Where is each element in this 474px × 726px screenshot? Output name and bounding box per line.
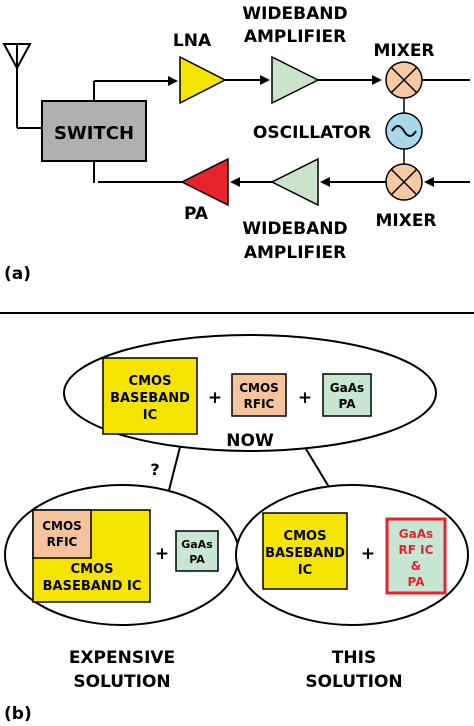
this-cmos-baseband-line2: BASEBAND [265,546,345,561]
plus-sign-3: + [155,544,169,564]
now-cmos-rfic-line1: CMOS [239,381,279,395]
wideband-top-line2: AMPLIFIER [244,27,346,47]
expensive-caption-line2: SOLUTION [73,672,170,692]
now-gaas-pa-box [322,373,372,417]
this-caption-line1: THIS [332,648,376,668]
now-label: NOW [226,431,274,451]
panel-b-label: (b) [4,704,32,724]
this-gaas-rf-line3: & [411,559,421,573]
exp-cmos-baseband-line2: BASEBAND IC [43,579,142,594]
plus-sign-4: + [361,544,375,564]
this-gaas-rf-line1: GaAs [399,527,433,541]
this-caption-line2: SOLUTION [305,672,402,692]
this-gaas-rf-line2: RF IC [399,543,434,557]
pa-label: PA [184,204,209,224]
antenna-icon [2,43,42,129]
this-gaas-rf-pa-box [385,517,447,595]
exp-cmos-rfic-box [32,509,92,559]
this-gaas-rf-line4: PA [408,575,426,589]
exp-cmos-rfic-line1: CMOS [42,519,82,533]
now-cmos-rfic-box [231,373,287,417]
expensive-caption-line1: EXPENSIVE [69,648,175,668]
pa-triangle [180,157,229,207]
lna-triangle [179,55,227,105]
panel-a-label: (a) [4,264,31,284]
plus-sign-2: + [298,388,312,408]
wideband-top-line1: WIDEBAND [242,4,347,24]
now-cmos-baseband-box [102,357,198,435]
lna-label: LNA [173,31,212,51]
mixer-bottom-label: MIXER [375,211,436,231]
wideband-amp-top-triangle [271,55,320,105]
panel-a: SWITCH LNA WIDEBAND AMPLIFIER MIXER OSCI… [2,4,470,284]
wideband-bottom-line2: AMPLIFIER [244,243,346,263]
now-cmos-baseband-line1: CMOS [129,374,172,389]
mixer-top-label: MIXER [373,41,434,61]
exp-cmos-rfic-line2: RFIC [47,535,78,549]
this-cmos-baseband-line3: IC [298,563,312,578]
now-gaas-pa-line2: PA [339,397,357,411]
switch-label: SWITCH [54,123,134,144]
this-cmos-baseband-box [262,512,348,590]
now-cmos-baseband-line2: BASEBAND [110,391,190,406]
exp-gaas-pa-line1: GaAs [181,538,213,551]
question-mark: ? [150,460,159,479]
now-gaas-pa-line1: GaAs [330,381,364,395]
this-cmos-baseband-line1: CMOS [284,529,327,544]
now-cmos-rfic-line2: RFIC [244,397,275,411]
switch-box [41,100,147,162]
plus-sign-1: + [208,388,222,408]
now-cmos-baseband-line3: IC [143,408,157,423]
exp-gaas-pa-box [175,530,219,572]
exp-gaas-pa-line2: PA [189,553,205,566]
wideband-amp-bottom-triangle [270,157,319,207]
wideband-bottom-line1: WIDEBAND [242,219,347,239]
oscillator-icon [385,112,423,150]
mixer-top-icon [385,61,423,99]
panel-b: CMOS BASEBAND IC + CMOS RFIC + GaAs PA N… [4,334,469,724]
oscillator-label: OSCILLATOR [253,123,371,143]
mixer-bottom-icon [385,163,423,201]
exp-cmos-baseband-line1: CMOS [71,562,114,577]
